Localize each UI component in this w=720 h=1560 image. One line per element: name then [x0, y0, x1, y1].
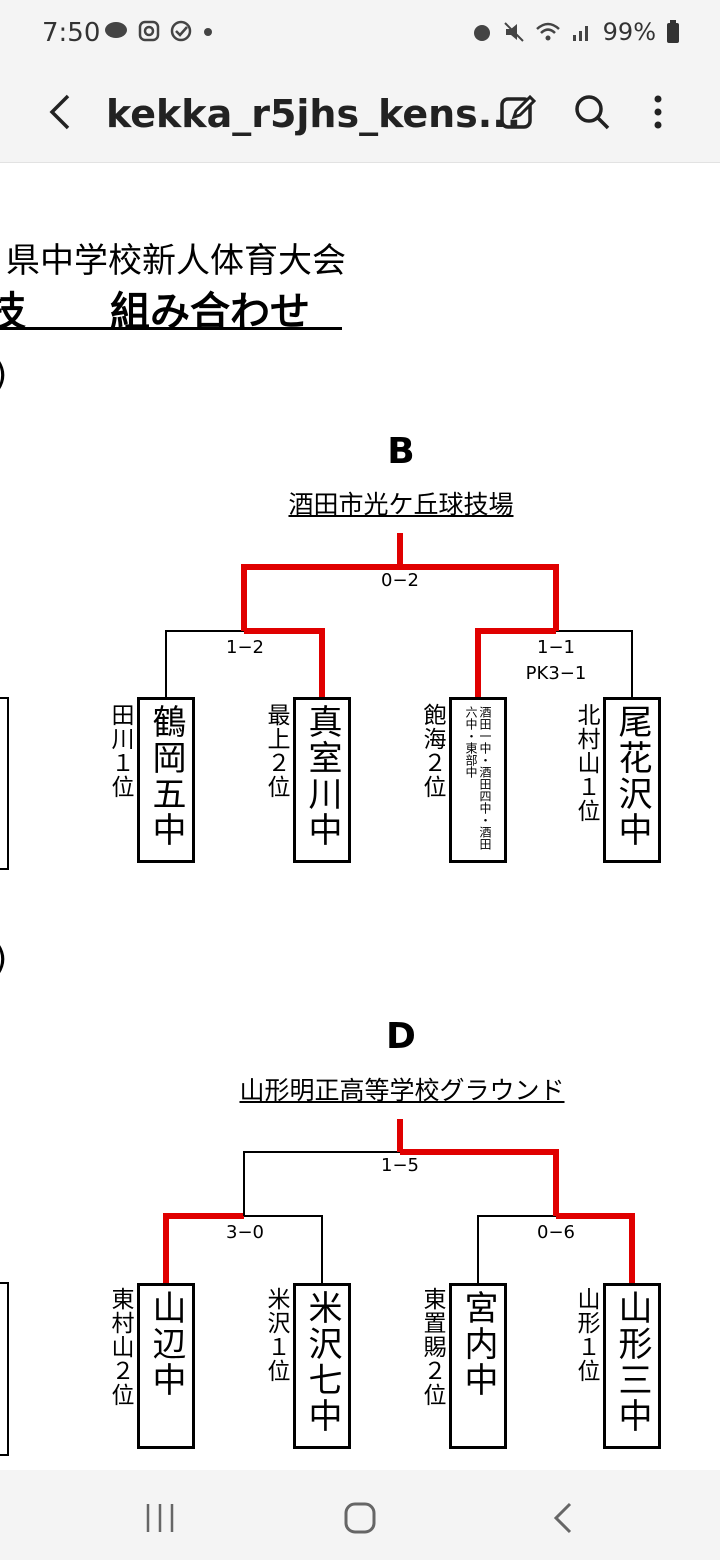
- team-name: 酒田一中・酒田四中・酒田六中・東部中: [464, 706, 492, 850]
- search-icon[interactable]: [570, 90, 614, 134]
- battery-icon: [667, 20, 679, 43]
- team-box: 山辺中: [137, 1283, 195, 1449]
- group-d-venue: 山形明正高等学校グラウンド: [239, 1076, 565, 1105]
- bracket-heading: 技 組み合わせ: [0, 279, 342, 335]
- mute-icon: [503, 22, 524, 42]
- team-name: 宮内中: [458, 1290, 498, 1398]
- nav-back-icon[interactable]: [544, 1498, 584, 1538]
- section-paren: ): [0, 939, 7, 979]
- group-b-venue: 酒田市光ケ丘球技場: [288, 490, 514, 519]
- team-box: 鶴岡五中: [137, 697, 195, 863]
- team-name: 米沢七中: [302, 1290, 342, 1434]
- group-d-final-score: 1−5: [381, 1155, 419, 1176]
- bracket-lines: [0, 533, 635, 1456]
- back-icon[interactable]: [40, 90, 84, 134]
- group-b-letter: B: [387, 431, 415, 472]
- status-time: 7:50: [42, 18, 101, 48]
- document-title: kekka_r5jhs_kens...: [106, 92, 522, 136]
- team-name: 真室川中: [302, 704, 342, 848]
- heading-fragment: 技: [0, 289, 26, 335]
- battery-percent: 99%: [602, 18, 656, 46]
- wifi-icon: [535, 22, 560, 41]
- team-qualifier: 東村山２位: [107, 1287, 133, 1407]
- team-qualifier: 米沢１位: [263, 1287, 289, 1383]
- navigation-bar: [0, 1470, 720, 1560]
- system-icons: 99%: [471, 18, 680, 46]
- group-b-semi-left-score: 1−2: [226, 637, 264, 658]
- home-icon[interactable]: [340, 1498, 380, 1538]
- app-bar: kekka_r5jhs_kens...: [0, 68, 720, 163]
- team-qualifier: 田川１位: [107, 703, 133, 799]
- notification-icons: [104, 20, 214, 42]
- group-b-pk-score: PK3−1: [525, 663, 587, 684]
- group-b-final-score: 0−2: [381, 570, 419, 591]
- check-circle-icon: [170, 20, 192, 42]
- team-name: 鶴岡五中: [146, 704, 186, 848]
- team-box: 宮内中: [449, 1283, 507, 1449]
- team-qualifier: 北村山１位: [573, 703, 599, 823]
- group-b-lines: [0, 533, 633, 870]
- chat-bubble-icon: [105, 22, 127, 38]
- team-qualifier: 東置賜２位: [419, 1287, 445, 1407]
- group-d-semi-right-score: 0−6: [537, 1222, 575, 1243]
- team-box: 真室川中: [293, 697, 351, 863]
- alarm-icon: [473, 25, 490, 41]
- signal-icon: [572, 26, 588, 41]
- team-qualifier: 最上２位: [263, 703, 289, 799]
- team-qualifier: 飽海２位: [419, 703, 445, 799]
- recents-icon[interactable]: [140, 1498, 180, 1538]
- team-name: 尾花沢中: [612, 704, 652, 848]
- status-bar: 7:50 99%: [0, 0, 720, 68]
- group-d-semi-left-score: 3−0: [226, 1222, 264, 1243]
- team-name: 山辺中: [146, 1290, 186, 1398]
- team-box: 酒田一中・酒田四中・酒田六中・東部中: [449, 697, 507, 863]
- more-vert-icon[interactable]: [636, 90, 680, 134]
- team-name: 山形三中: [612, 1290, 652, 1434]
- tournament-heading: 県中学校新人体育大会: [6, 241, 346, 281]
- team-box: 米沢七中: [293, 1283, 351, 1449]
- dot-icon: [204, 28, 212, 36]
- team-qualifier: 山形１位: [573, 1287, 599, 1383]
- group-d-lines: [0, 1119, 635, 1456]
- team-box: 山形三中: [603, 1283, 661, 1449]
- heading-title: 組み合わせ: [110, 289, 310, 335]
- section-paren: ): [0, 355, 7, 395]
- group-d-letter: D: [386, 1016, 416, 1057]
- edit-icon[interactable]: [496, 90, 540, 134]
- team-box: 尾花沢中: [603, 697, 661, 863]
- instagram-icon: [138, 20, 160, 42]
- group-b-semi-right-score: 1−1: [537, 637, 575, 658]
- document-page[interactable]: 県中学校新人体育大会 技 組み合わせ ) ): [0, 163, 720, 1470]
